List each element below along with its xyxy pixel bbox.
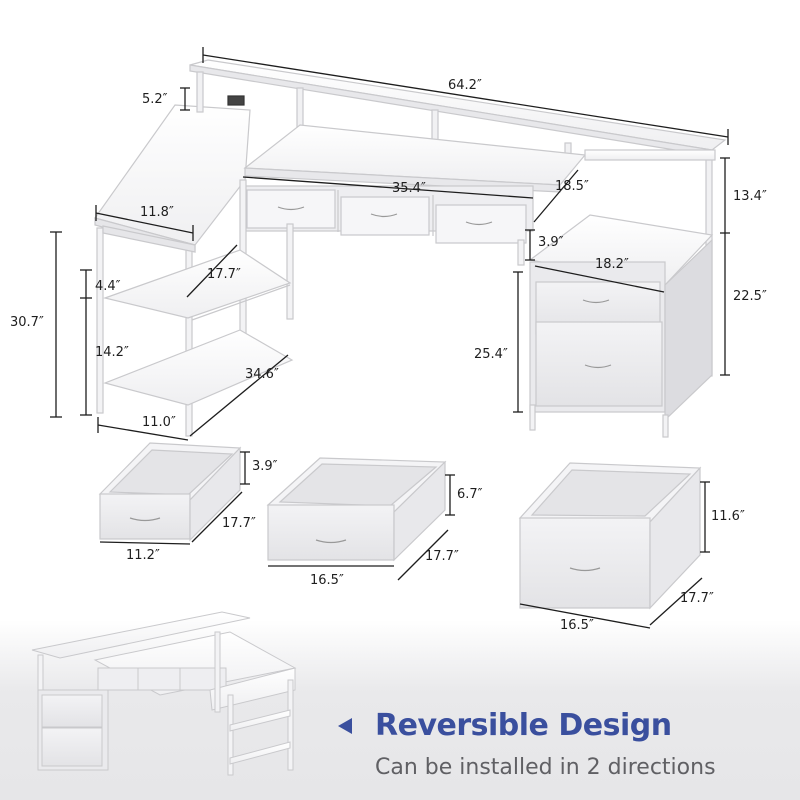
drawer-dimension-lines — [99, 451, 710, 629]
dimension-lines — [50, 47, 730, 441]
label-mid-shelf-gap: 14.2″ — [95, 345, 129, 360]
label-keyboard-gap: 3.9″ — [538, 235, 564, 250]
label-top-shelf-gap: 4.4″ — [95, 279, 121, 294]
label-side-shelf-height: 13.4″ — [733, 189, 767, 204]
label-shelf-width: 11.8″ — [140, 205, 174, 220]
label-shelf-depth: 17.7″ — [207, 267, 241, 282]
label-drawer-1-height: 3.9″ — [252, 459, 278, 474]
left-arrow-icon — [338, 718, 352, 734]
label-drawer-1-width: 11.2″ — [126, 548, 160, 563]
banner-title: Reversible Design — [375, 708, 672, 743]
drawer-large — [518, 462, 702, 610]
banner-subtitle: Can be installed in 2 directions — [375, 755, 716, 780]
label-drawer-3-depth: 17.7″ — [680, 591, 714, 606]
footer-background — [0, 620, 800, 800]
label-cabinet-height: 22.5″ — [733, 289, 767, 304]
label-cabinet-width: 18.2″ — [595, 257, 629, 272]
label-riser-depth: 18.5″ — [555, 179, 589, 194]
drawer-medium — [266, 457, 447, 562]
label-drawer-2-width: 16.5″ — [310, 573, 344, 588]
riser-top — [189, 59, 727, 151]
label-drawer-1-depth: 17.7″ — [222, 516, 256, 531]
label-total-width: 64.2″ — [448, 78, 482, 93]
reversed-desk-thumbnail — [31, 611, 297, 776]
label-drawer-2-depth: 17.7″ — [425, 549, 459, 564]
file-cabinet — [528, 149, 716, 438]
main-desk — [94, 59, 727, 438]
label-shelf-bottom-width: 11.0″ — [142, 415, 176, 430]
label-drawer-3-height: 11.6″ — [711, 509, 745, 524]
label-desk-width: 35.4″ — [392, 181, 426, 196]
label-drawer-3-width: 16.5″ — [560, 618, 594, 633]
left-shelf-unit — [96, 225, 294, 437]
drawer-small — [98, 442, 242, 542]
label-return-length: 34.6″ — [245, 367, 279, 382]
label-total-height: 30.7″ — [10, 315, 44, 330]
label-knee-height: 25.4″ — [474, 347, 508, 362]
label-drawer-2-height: 6.7″ — [457, 487, 483, 502]
label-riser-height: 5.2″ — [142, 92, 168, 107]
